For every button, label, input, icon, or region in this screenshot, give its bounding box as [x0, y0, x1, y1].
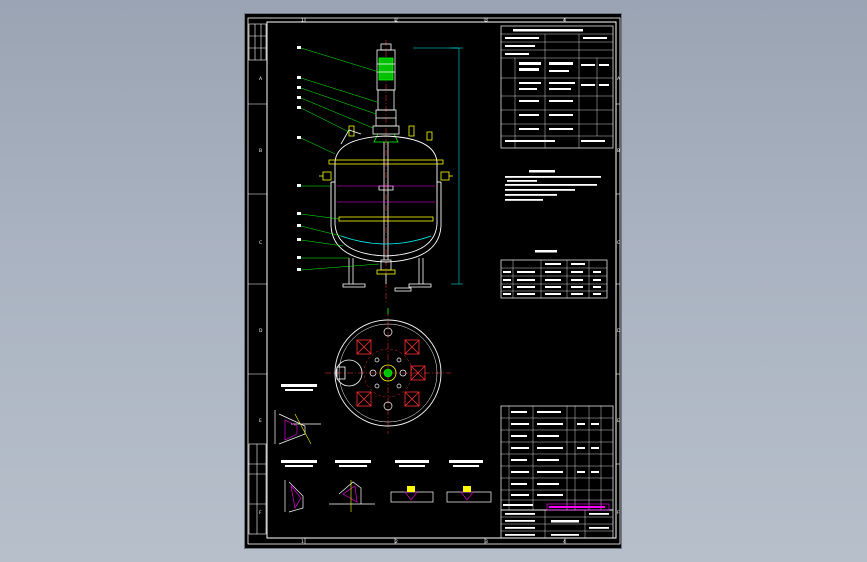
body-flange [319, 159, 453, 181]
zone-label-left-b: B [259, 148, 262, 154]
zone-label-top-3: 3 [485, 18, 488, 24]
height-dimension [413, 47, 463, 285]
support-lug-pads [356, 339, 426, 407]
zone-label-top-1: 1 [301, 18, 304, 24]
frame-zone-ticks [248, 18, 620, 544]
plan-bolt-circle [363, 348, 413, 398]
support-legs [342, 258, 432, 292]
drawing-frame [247, 17, 621, 545]
binding-margin-boxes [248, 23, 267, 535]
zone-label-bottom-2: 2 [395, 539, 398, 545]
part-leaders [300, 47, 380, 271]
part-balloons [297, 46, 301, 271]
detail-2 [281, 460, 317, 513]
title-block [500, 503, 614, 539]
manhole [335, 359, 363, 387]
drawing-sheet: 1 2 3 4 1 2 3 4 A B C D E F A B C D E F [244, 13, 622, 549]
detail-1 [274, 384, 321, 445]
plan-nozzles [369, 327, 407, 411]
top-nozzles [340, 125, 433, 145]
zone-label-left-a: A [259, 76, 263, 82]
zone-label-bottom-1: 1 [301, 539, 304, 545]
technical-requirements-notes [505, 170, 601, 201]
main-elevation-view [297, 40, 463, 304]
vessel-icon [330, 135, 442, 263]
detail-3 [329, 460, 375, 512]
plan-outer-circle [334, 319, 442, 427]
nozzle-table [500, 250, 608, 299]
reducer-stand [372, 89, 400, 143]
top-plan-view [325, 308, 451, 434]
plan-inner-circle [338, 323, 438, 423]
detail-4 [390, 460, 434, 503]
zone-label-top-4: 4 [563, 18, 566, 24]
detail-5 [446, 460, 492, 503]
technical-parameter-table [500, 25, 614, 149]
zone-label-top-2: 2 [395, 18, 398, 24]
zone-label-left-d: D [259, 328, 263, 334]
internal-lines [337, 185, 435, 203]
bottom-outlet [376, 259, 396, 284]
zone-label-bottom-4: 4 [563, 539, 566, 545]
plan-center-hub [379, 364, 397, 382]
zone-label-right-a: A [617, 76, 621, 82]
zone-label-left-e: E [259, 418, 262, 424]
zone-label-right-f: F [617, 510, 620, 516]
frame-zone-labels: 1 2 3 4 1 2 3 4 A B C D E F A B C D E F [259, 18, 621, 546]
zone-label-right-b: B [617, 148, 620, 154]
zone-label-left-c: C [259, 240, 262, 246]
zone-label-right-c: C [617, 240, 620, 246]
zone-label-right-d: D [617, 328, 621, 334]
motor-icon [376, 43, 396, 91]
zone-label-left-f: F [259, 510, 262, 516]
zone-label-bottom-3: 3 [485, 539, 488, 545]
parts-list-table [500, 405, 614, 511]
zone-label-right-e: E [617, 418, 620, 424]
